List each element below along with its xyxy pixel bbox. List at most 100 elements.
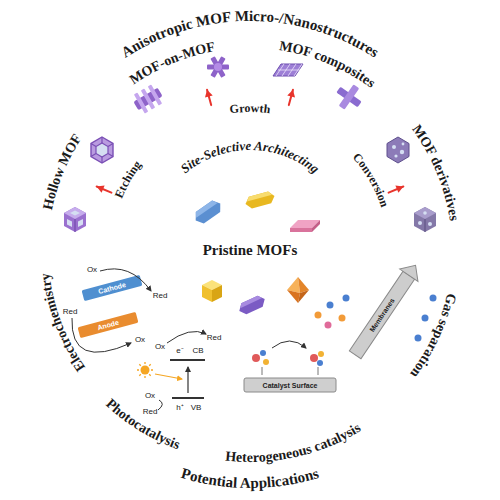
node-label: Potential Applications [179,465,320,491]
node-label: MOF-on-MOF [127,39,216,87]
label-layer: Gas separation [300,247,471,420]
diagram-label: Ox [145,392,155,400]
method-segment: Conversion [310,110,411,253]
photocatalysis-band-part-part [137,362,153,378]
hollow-cube-part [67,219,72,227]
derivative-cube [414,207,436,232]
catalysis-surface-part [262,367,318,375]
node-label: Anisotropic MOF Micro-/Nanostructures [118,8,381,61]
application-sector-fill [32,250,188,396]
gas-membrane-part [327,302,334,309]
photocatalysis-band-part [167,331,206,343]
node-label: Growth [229,101,272,116]
structure-sector-fill [96,32,250,137]
pristine-crystals-part [287,277,309,303]
method-segment-fill [314,113,409,250]
label-layer: Etching [89,110,190,254]
strategy-ring-fill [125,125,375,250]
composite-plate [273,64,303,76]
electrochemistry-cell [72,269,151,352]
method-segment-fill [171,92,329,140]
arrow-head [395,185,403,192]
catalysis-surface-part [260,350,266,356]
application-sector-fill [304,250,468,417]
structure-sector: MOF-on-MOF [92,29,253,140]
category-band-fill [2,250,498,498]
mof-on-mof-rod-part [148,84,162,105]
diagram-label: Cathode [98,281,127,295]
pristine-crystals-part [237,294,267,317]
pristine-crystals-part-part [287,290,300,303]
node-label: Conversion [350,150,392,209]
gas-membrane-part [325,322,332,329]
pristine-crystals-part-part [212,285,222,302]
label-layer: Growth [167,89,332,144]
pristine-crystals-part [192,198,225,227]
composite-plate-part [276,64,302,76]
hollow-cube [64,207,86,232]
photocatalysis-band-part [137,362,153,378]
node-label: Etching [112,158,144,200]
category-band: Anisotropic MOF Micro-/NanostructuresHol… [0,0,500,254]
half-separator-part [334,244,498,258]
composite-cross [336,84,361,109]
derivative-polyhedron-part [387,137,409,163]
application-sector-outline [300,247,471,420]
photocatalysis-band-part [158,400,162,410]
gas-membrane [315,259,437,361]
node-label: MOF composites [278,38,378,91]
photocatalysis-band-part [187,367,188,393]
mof-on-mof-star-part [210,56,225,78]
photocatalysis-band [137,331,206,410]
node-label: Hollow MOF [40,131,84,211]
diagram-label: h⁺ [176,404,183,412]
arrow-head [97,185,105,192]
node-label: Pristine MOFs [203,242,298,259]
label-layer: Site-Selective Architecting [122,122,378,254]
diagram-label: e⁻ [176,347,183,355]
application-sector-fill [88,306,228,460]
structure-sector-fill [32,96,137,250]
derivative-cube-part [414,207,436,232]
photocatalysis-band-part [172,397,204,399]
derivative-polyhedron-part [392,145,396,149]
diagram-label: Red [143,408,158,416]
composite-plate-part [273,64,303,76]
diagram-label: VB [191,404,202,412]
derivative-polyhedron-part [402,143,405,146]
catalysis-surface-part [252,354,260,362]
pristine-crystals-part-part [246,191,272,202]
method-segment: Growth [167,89,332,144]
pristine-crystals-part-part [237,294,267,317]
derivative-polyhedron-part [394,154,397,157]
process-arrow [205,90,213,105]
method-segment-outline [89,110,190,254]
strategy-ring: Site-Selective Architecting [122,122,378,254]
catalysis-surface-part [244,378,336,392]
pristine-crystals-part-part [193,199,217,218]
diagram-label: Red [153,292,168,300]
diagram-label: Ox [135,336,145,344]
catalysis-surface-part [310,354,318,362]
composite-cross-part [339,84,360,109]
photocatalysis-band-part-part [141,366,150,375]
mof-on-mof-star-part [210,56,225,78]
mof-on-mof-rod [130,82,165,115]
node-label: Gas separation [407,292,459,381]
pristine-crystals-part [244,190,276,209]
catalysis-surface-part [263,359,269,365]
catalysis-surface-part [317,360,323,366]
diagram-label: Red [63,308,78,316]
structure-sector-fill [250,32,404,137]
hollow-cube-part [78,219,83,227]
application-sector-fill [194,314,391,468]
gas-membrane-part [422,315,429,322]
derivative-cube-part [428,222,432,226]
pristine-crystals-part [202,280,222,302]
hollow-cube-part [75,219,76,232]
derivative-cube-part [414,207,436,219]
gas-membrane-part [430,295,437,302]
pristine-crystals-part-part [192,198,225,227]
pristine-crystals-part-part [202,285,212,302]
hollow-polyhedron-part [91,137,113,163]
